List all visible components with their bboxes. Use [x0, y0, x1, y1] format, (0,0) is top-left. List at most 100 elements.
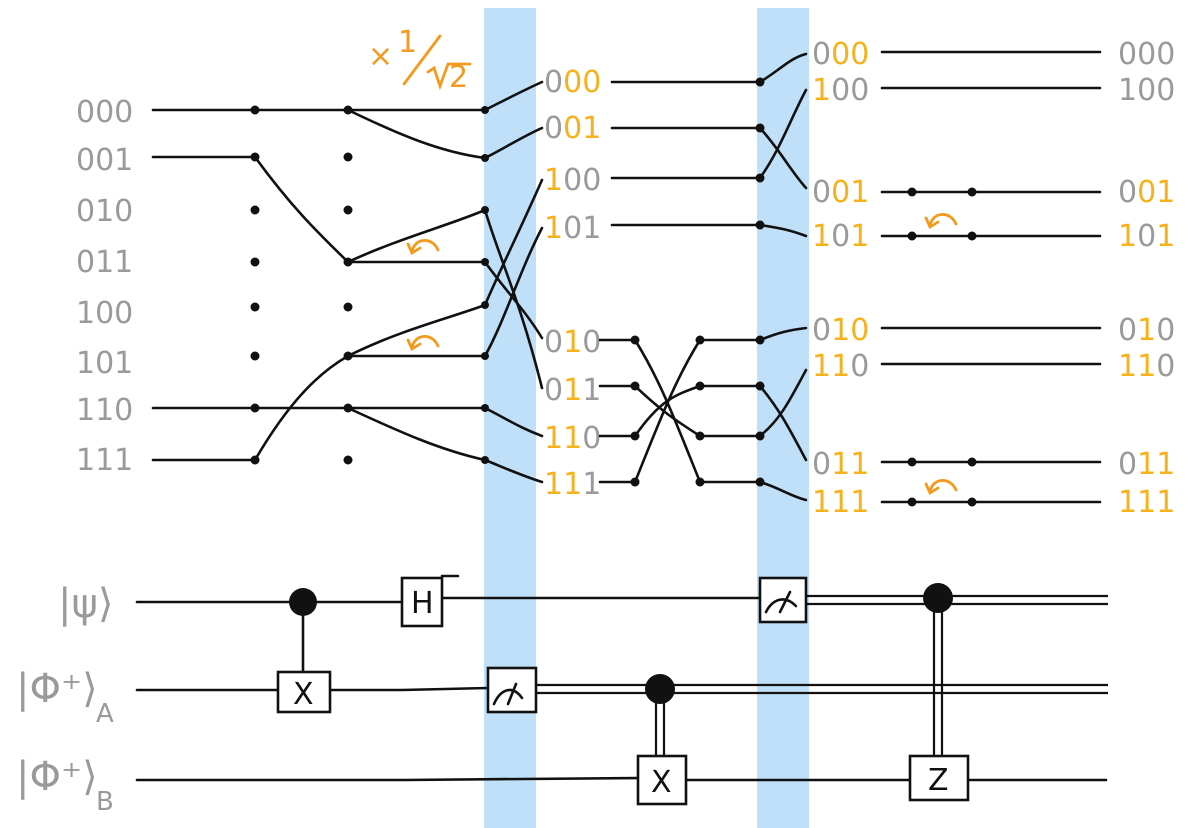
- dot: [695, 477, 705, 487]
- dot: [343, 455, 353, 465]
- stage3-label: 111: [1118, 485, 1175, 520]
- x-gate-1: [276, 670, 332, 714]
- stage0-label: 001: [76, 143, 133, 178]
- stage2-connector: [758, 384, 808, 462]
- dot: [630, 477, 640, 487]
- classical-control-line: [654, 700, 666, 756]
- classical-wire-phi-a: [536, 683, 1108, 695]
- phase-arrow-icon: [406, 335, 440, 352]
- stage1-connector: [483, 406, 544, 438]
- wire-phi-a: [135, 686, 490, 692]
- stage0-label: 000: [76, 95, 133, 130]
- scale-multiply-sign: ×: [368, 39, 393, 74]
- state-line-111: [151, 354, 487, 462]
- dot: [695, 335, 705, 345]
- stage1-dots: [630, 77, 765, 487]
- z-gate: [908, 754, 970, 802]
- hadamard-branch-011: [346, 208, 487, 264]
- state-line-001: [151, 155, 487, 264]
- stage0-label: 110: [76, 393, 133, 428]
- dot: [250, 403, 260, 413]
- dot: [343, 152, 353, 162]
- stage1-connector: [483, 126, 544, 160]
- stage2-connector: [758, 326, 808, 342]
- stage3-label: 011: [1118, 447, 1175, 482]
- dot: [343, 105, 353, 115]
- stage0-label: 011: [76, 245, 133, 280]
- stage2-label: 010: [812, 313, 869, 348]
- stage2-connector: [758, 368, 808, 438]
- dot: [755, 123, 765, 133]
- phase-arrow-icon: [406, 239, 440, 256]
- stage3-label: 000: [1118, 37, 1175, 72]
- dot: [755, 431, 765, 441]
- stage2-label: 100: [812, 73, 869, 108]
- stage2-connector: [758, 52, 808, 84]
- stage2-connector: [758, 480, 808, 502]
- classical-control-dot: [923, 583, 953, 613]
- stage1-state-lines: [598, 52, 808, 502]
- dot: [481, 404, 489, 412]
- hadamard-gate-label: H: [411, 586, 434, 621]
- stage2-labels: 000 100 001 101 010 110 011 111: [812, 37, 869, 520]
- dot: [967, 497, 977, 507]
- wire-psi: [135, 596, 762, 604]
- stage0-labels: 000 001 010 011 100 101 110 111: [76, 95, 133, 478]
- dot: [481, 154, 489, 162]
- hadamard-branch-000: [346, 108, 487, 160]
- stage3-state-lines: [880, 50, 1102, 504]
- dot: [250, 302, 260, 312]
- stage1-connector: [483, 178, 544, 307]
- stage1-label: 010: [544, 325, 601, 360]
- dot: [343, 205, 353, 215]
- x-gate-1-label: X: [293, 677, 314, 712]
- state-line: [598, 384, 762, 438]
- stage0-label: 010: [76, 194, 133, 229]
- classical-control-line: [932, 610, 944, 756]
- stage1-label: 111: [544, 467, 601, 502]
- state-line: [598, 338, 762, 484]
- dot: [481, 301, 489, 309]
- stage1-connector: [483, 226, 544, 358]
- dot: [481, 456, 489, 464]
- stage0-label: 111: [76, 443, 133, 478]
- phase-arrow-icon: [924, 479, 958, 496]
- state-line: [598, 338, 762, 484]
- stage3-label: 101: [1118, 219, 1175, 254]
- stage3-labels: 000 100 001 101 010 110 011 111: [1118, 37, 1175, 520]
- stage1-connector: [483, 458, 544, 484]
- stage0-label: 100: [76, 296, 133, 331]
- stage1-label: 100: [544, 163, 601, 198]
- stage3-dots: [907, 187, 977, 507]
- dot: [481, 206, 489, 214]
- phase-arrow-icon: [924, 213, 958, 230]
- dot: [695, 431, 705, 441]
- stage1-labels: 000 001 100 101 010 011 110 111: [544, 65, 601, 502]
- stage1-label: 101: [544, 211, 601, 246]
- stage1-label: 110: [544, 421, 601, 456]
- dot: [250, 455, 260, 465]
- classical-control-dot: [645, 674, 675, 704]
- qubit-label-phi-b: |Φ⁺⟩: [16, 754, 98, 800]
- stage1-label: 011: [544, 373, 601, 408]
- dot: [630, 335, 640, 345]
- stage0-state-lines: [151, 80, 544, 484]
- stage1-connector: [483, 80, 544, 112]
- dot: [755, 335, 765, 345]
- dot: [343, 302, 353, 312]
- z-gate-label: Z: [928, 763, 949, 798]
- stage1-connector: [483, 208, 544, 390]
- dot: [481, 258, 489, 266]
- stage3-label: 100: [1118, 73, 1175, 108]
- qubit-label-psi: |ψ⟩: [58, 581, 113, 627]
- hadamard-gate: [400, 576, 444, 628]
- scale-numerator: 1: [398, 25, 417, 60]
- dot: [343, 351, 353, 361]
- meter-icon: [492, 682, 524, 706]
- x-gate-2-label: X: [651, 765, 672, 800]
- dot: [907, 497, 917, 507]
- qubit-subscript-b: B: [96, 787, 114, 817]
- dot: [250, 105, 260, 115]
- stage0-label: 101: [76, 346, 133, 381]
- stage1-label: 000: [544, 65, 601, 100]
